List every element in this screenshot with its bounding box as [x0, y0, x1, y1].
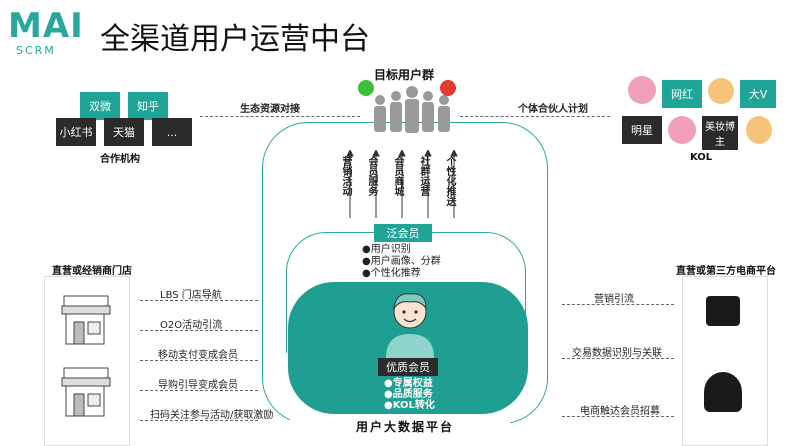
channel-item: 会员服务 [366, 156, 377, 196]
channels: 营销活动 会员服务 会员商城 社群运营 个性化推送 [338, 156, 468, 216]
premium-member-badge: 优质会员 [378, 358, 438, 376]
kol-avatar-icon [628, 76, 656, 104]
people-group-icon [374, 86, 450, 133]
kol-caption: KOL [690, 152, 713, 163]
right-flow-label: 营销引流 [594, 294, 634, 305]
channel-item: 营销活动 [340, 156, 351, 196]
pan-member-badge: 泛会员 [374, 224, 432, 242]
kol-link-label: 个体合伙人计划 [518, 104, 588, 115]
kol-chip: 大V [740, 80, 776, 108]
pan-feature: ●用户识别 [362, 244, 411, 255]
right-flow-label: 电商触达会员招募 [580, 406, 660, 417]
pan-member-features: ●用户识别 ●用户画像、分群 ●个性化推荐 [362, 244, 441, 280]
right-flow-label: 交易数据识别与关联 [572, 348, 662, 359]
weibo-icon [440, 80, 456, 96]
kol-chip: 网红 [662, 80, 702, 108]
target-group-label: 目标用户群 [374, 68, 435, 82]
wechat-icon [358, 80, 374, 96]
store-icon [61, 295, 111, 345]
left-flow-label: 导购引导变成会员 [158, 380, 238, 391]
channel-arrows [346, 150, 458, 218]
left-panel-title: 直营或经销商门店 [52, 266, 132, 277]
kol-chip: 美妆博主 [702, 116, 738, 150]
page-title: 全渠道用户运营中台 [100, 22, 370, 57]
partner-chip: ... [152, 118, 192, 146]
premium-feature: ●KOL转化 [384, 400, 435, 411]
premium-feature: ●品质服务 [384, 389, 433, 400]
right-flow-line [562, 358, 674, 359]
right-flow-line [562, 304, 674, 305]
partner-chip: 天猫 [104, 118, 144, 146]
store-icon [61, 367, 111, 417]
channel-item: 会员商城 [392, 156, 403, 196]
left-flow-line [140, 420, 258, 421]
left-flow-label: 扫码关注参与活动/获取激励 [150, 410, 274, 421]
platform-label: 用户大数据平台 [356, 420, 455, 434]
partners-link-label: 生态资源对接 [240, 104, 300, 115]
right-panel-title: 直营或第三方电商平台 [676, 266, 776, 277]
kol-avatar-icon [746, 116, 772, 144]
left-flow-label: LBS 门店导航 [160, 290, 222, 301]
brand-logo-sub: SCRM [16, 44, 56, 57]
left-flow-line [140, 300, 258, 301]
channel-item: 社群运营 [418, 156, 429, 196]
kol-link-line [460, 116, 610, 117]
left-flow-line [140, 360, 258, 361]
platform-label-bg [290, 416, 510, 438]
kol-avatar-icon [668, 116, 696, 144]
left-flow-line [140, 330, 258, 331]
pan-feature: ●用户画像、分群 [362, 256, 441, 267]
tmall-icon [706, 296, 740, 326]
kol-avatar-icon [708, 78, 734, 104]
avatar-icon [386, 293, 434, 358]
partner-chip: 知乎 [128, 92, 168, 120]
kol-chip: 明星 [622, 116, 662, 144]
right-flow-line [562, 416, 674, 417]
premium-feature: ●专属权益 [384, 378, 433, 389]
partner-chip: 双微 [80, 92, 120, 120]
brand-logo: MAI [8, 6, 84, 46]
partners-link-line [200, 116, 360, 117]
left-flow-line [140, 390, 258, 391]
partners-caption: 合作机构 [100, 154, 140, 165]
pan-feature: ●个性化推荐 [362, 268, 421, 279]
left-flow-label: 移动支付变成会员 [158, 350, 238, 361]
partner-chip: 小红书 [56, 118, 96, 146]
left-flow-label: O2O活动引流 [160, 320, 223, 331]
jd-icon [704, 372, 742, 412]
premium-features: ●专属权益 ●品质服务 ●KOL转化 [384, 378, 435, 411]
channel-item: 个性化推送 [444, 156, 455, 206]
